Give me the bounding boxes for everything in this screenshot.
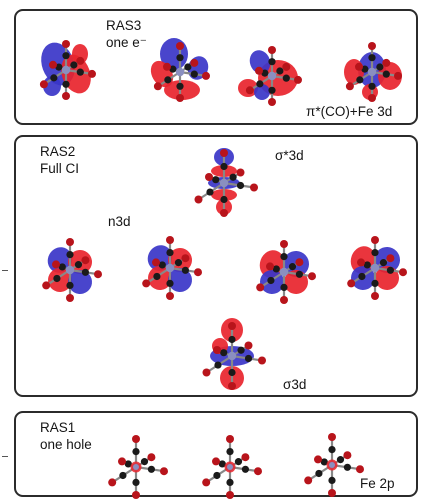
edge-tick <box>2 456 8 457</box>
ras2-subtitle: Full CI <box>40 161 80 176</box>
ras1-subtitle: one hole <box>40 437 92 452</box>
n3d-label: n3d <box>108 214 131 229</box>
ras3-title: RAS3 <box>106 18 142 33</box>
fe-2p-label: Fe 2p <box>360 476 395 491</box>
sigma-star-3d-label: σ*3d <box>275 148 304 163</box>
edge-tick <box>2 270 8 271</box>
ras3-orbital-label: π*(CO)+Fe 3d <box>306 104 393 119</box>
ras2-title: RAS2 <box>40 144 76 159</box>
ras3-subtitle: one e⁻ <box>106 35 147 50</box>
ras1-title: RAS1 <box>40 420 76 435</box>
sigma-3d-label: σ3d <box>283 377 307 392</box>
